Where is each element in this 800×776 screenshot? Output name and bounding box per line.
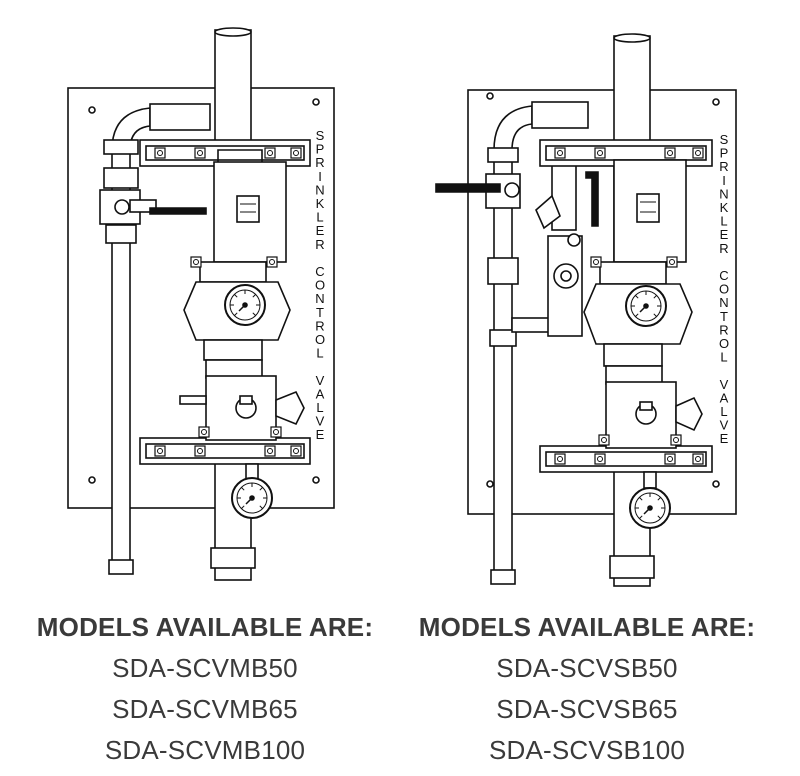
pressure-gauge-icon [224,284,266,326]
alarm-valve-body-left [183,256,291,361]
models-caption-right: MODELS AVAILABLE ARE: SDA-SCVSB50 SDA-SC… [412,612,762,776]
model-code: SDA-SCVMB50 [112,653,298,683]
screw-hole [712,98,720,106]
pressure-gauge-icon [231,477,273,519]
lower-gauge-right [629,471,671,529]
screw-hole [312,98,320,106]
drain-pipe-left [99,103,211,575]
model-code: SDA-SCVSB65 [496,694,678,724]
model-code: SDA-SCVMB100 [104,735,306,765]
pressure-gauge-icon [625,285,667,327]
right-valve-assembly [435,33,737,587]
models-caption-left: MODELS AVAILABLE ARE: SDA-SCVMB50 SDA-SC… [30,612,380,776]
left-valve-assembly [67,27,335,581]
mounting-rail-bottom-right [539,445,713,473]
models-heading-left: MODELS AVAILABLE ARE: [36,612,374,642]
stop-valve-right [598,365,703,449]
models-heading-right: MODELS AVAILABLE ARE: [418,612,756,642]
pressure-gauge-icon [629,487,671,529]
flow-switch-box-right [613,159,687,263]
screw-hole [88,476,96,484]
flow-switch-box-left [213,149,287,263]
alarm-valve-body-right [583,256,693,367]
drain-pipe-right [435,101,599,585]
mounting-rail-bottom-left [139,437,311,465]
stop-valve-left [179,359,305,441]
model-code: SDA-SCVSB50 [496,653,678,683]
model-code: SDA-SCVSB100 [488,735,686,765]
screw-hole [312,476,320,484]
screw-hole [88,106,96,114]
screw-hole [486,92,494,100]
screw-hole [486,480,494,488]
lower-gauge-left [231,463,273,519]
screw-hole [712,480,720,488]
model-code: SDA-SCVMB65 [112,694,298,724]
